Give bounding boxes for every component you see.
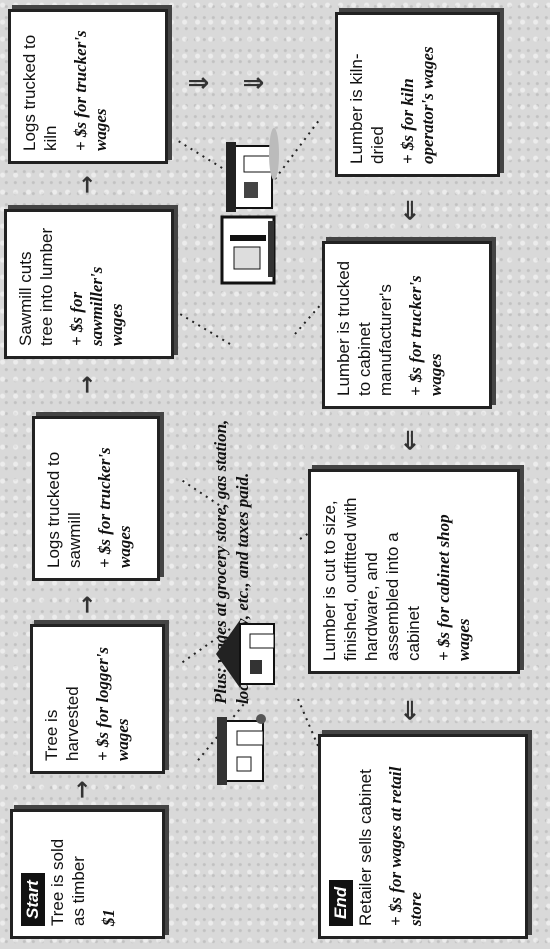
step-wage: + $s for trucker's wages	[406, 275, 445, 396]
step-wage: + $s for trucker's wages	[95, 447, 134, 568]
step-sawmill-box: Sawmill cuts tree into lumber + $s for s…	[4, 209, 174, 359]
step-logs-to-sawmill-box: Logs trucked to sawmill + $s for trucker…	[32, 416, 160, 581]
arrow-right-icon: →	[70, 780, 95, 799]
step-text: Tree is harvested	[42, 686, 82, 761]
step-logs-to-kiln-box: Logs trucked to kiln + $s for trucker's …	[8, 9, 168, 164]
step-wage: + $s for trucker's wages	[71, 30, 110, 151]
step-text: Logs trucked to kiln	[20, 34, 60, 151]
arrow-left-icon: ⇐	[395, 429, 425, 451]
step-text: Sawmill cuts tree into lumber	[16, 227, 56, 346]
end-tag: End	[329, 879, 353, 926]
arrow-down-icon: ⇓	[185, 72, 215, 94]
gas-station-icon	[220, 215, 276, 285]
step-wage: $1	[99, 909, 118, 926]
step-wage: + $s for wages at retail store	[386, 766, 425, 926]
step-wage: + $s for logger's wages	[93, 646, 132, 761]
house-icon	[216, 620, 275, 688]
step-text: Logs trucked to sawmill	[44, 451, 84, 568]
arrow-right-icon: →	[75, 375, 100, 394]
step-wage: + $s for kiln operator's wages	[398, 46, 437, 164]
arrow-left-icon: ⇐	[395, 699, 425, 721]
arrow-right-icon: →	[75, 595, 100, 614]
arrow-left-icon: ⇐	[395, 199, 425, 221]
step-kiln-dried-box: Lumber is kiln-dried + $s for kiln opera…	[335, 12, 500, 177]
arrow-down-icon: ⇓	[240, 72, 270, 94]
step-start-box: Start Tree is sold as timber $1	[10, 809, 165, 939]
step-text: Lumber is cut to size, finished, outfitt…	[320, 497, 423, 661]
step-text: Lumber is trucked to cabinet manufacture…	[334, 260, 395, 396]
bakery-icon	[217, 714, 266, 785]
store-icon	[226, 128, 279, 212]
step-assembled-cabinet-box: Lumber is cut to size, finished, outfitt…	[308, 469, 520, 674]
arrow-right-icon: →	[75, 175, 100, 194]
step-wage: + $s for cabinet shop wages	[434, 514, 473, 661]
step-harvested-box: Tree is harvested + $s for logger's wage…	[30, 624, 165, 774]
step-text: Lumber is kiln-dried	[347, 53, 387, 164]
step-wage: + $s for sawmiller's wages	[67, 266, 126, 346]
step-text: Retailer sells cabinet	[356, 769, 375, 926]
step-trucked-to-cabinet-box: Lumber is trucked to cabinet manufacture…	[322, 241, 492, 409]
start-tag: Start	[21, 873, 45, 926]
step-text: Tree is sold as timber	[48, 838, 88, 926]
step-end-box: End Retailer sells cabinet + $s for wage…	[318, 734, 528, 939]
